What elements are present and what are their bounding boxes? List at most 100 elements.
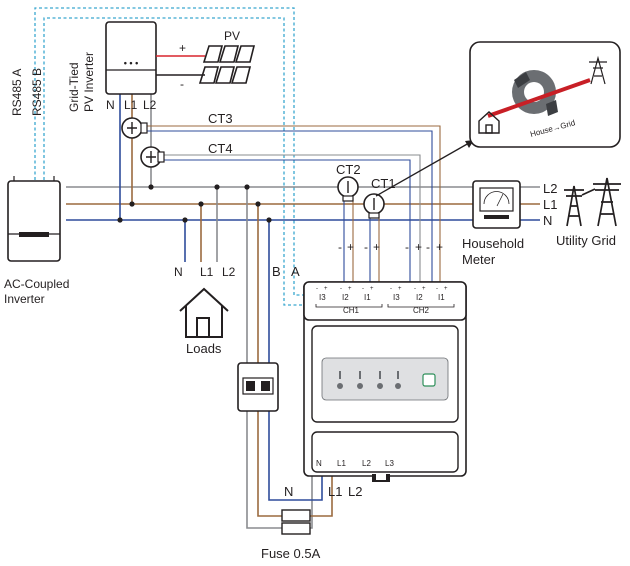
- pv-l2-label: L2: [143, 98, 157, 112]
- ct4-clamp-icon: [140, 146, 165, 168]
- ct-detail-callout: House→Grid: [469, 41, 621, 148]
- pv-inverter-label-2: PV Inverter: [82, 52, 96, 112]
- smart-meter-icon: [303, 281, 467, 482]
- svg-text:+: +: [398, 286, 402, 292]
- load-l2-label: L2: [222, 265, 236, 279]
- rs485-cables: [34, 7, 304, 306]
- svg-text:I2: I2: [342, 293, 349, 302]
- ct1-clamp-icon: [363, 193, 385, 219]
- conductor-wire: [487, 78, 591, 118]
- meter-supply-l2: [268, 220, 323, 501]
- pv-inverter-label-1: Grid-Tied: [67, 62, 81, 112]
- ct4-wire-b: [160, 159, 411, 282]
- svg-text:-: -: [390, 286, 392, 292]
- svg-text:L3: L3: [385, 459, 394, 468]
- utility-grid-label: Utility Grid: [556, 233, 616, 248]
- load-l1-label: L1: [200, 265, 214, 279]
- svg-text:N: N: [316, 459, 322, 468]
- svg-text:+: +: [348, 286, 352, 292]
- svg-text:-: -: [338, 240, 342, 254]
- svg-text:+: +: [422, 286, 426, 292]
- rs485-b-cable: [43, 17, 304, 306]
- svg-text:• • •: • • •: [124, 58, 138, 68]
- bus-a-label: A: [291, 264, 300, 279]
- fuse-label: Fuse 0.5A: [261, 546, 321, 561]
- ac-coupled-label-2: Inverter: [4, 292, 45, 306]
- pv-inverter: • • •: [105, 21, 157, 95]
- svg-text:+: +: [444, 286, 448, 292]
- meter-ct-terminals: I3 I2 I1 I3 I2 I1 CH1 CH2 - + - + - + - …: [315, 286, 455, 315]
- ct3-label: CT3: [208, 111, 233, 126]
- pv-label: PV: [224, 29, 240, 43]
- svg-text:L2: L2: [362, 459, 371, 468]
- pv-inverter-drops: [119, 94, 152, 220]
- rs485-a-cable: [34, 7, 304, 296]
- pv-minus-sign: -: [180, 77, 184, 91]
- ct3-wire-a: [147, 125, 441, 282]
- analog-meter-icon: [483, 191, 510, 207]
- svg-text:I1: I1: [364, 293, 371, 302]
- svg-text:I3: I3: [393, 293, 400, 302]
- transmission-tower-icon: [589, 55, 607, 85]
- bottom-l2-label: L2: [348, 484, 362, 499]
- meter-status-leds: [337, 371, 401, 389]
- ct3-clamp-icon: [121, 117, 148, 139]
- svg-text:-: -: [405, 240, 409, 254]
- svg-text:+: +: [347, 240, 354, 254]
- fuse-icon: [281, 509, 311, 535]
- svg-text:-: -: [436, 286, 438, 292]
- svg-text:-: -: [340, 286, 342, 292]
- ct-wiring: [147, 125, 441, 282]
- svg-text:+: +: [436, 240, 443, 254]
- ct-polarity-signs: - + - + - + - +: [338, 240, 443, 254]
- svg-text:CH1: CH1: [343, 306, 360, 315]
- svg-text:I3: I3: [319, 293, 326, 302]
- breaker-icon: [237, 362, 279, 412]
- meter-power-terminals: N L1 L2 L3: [316, 459, 394, 468]
- ct1-label: CT1: [371, 176, 396, 191]
- pv-plus-sign: +: [179, 41, 186, 55]
- loads-house-icon: [179, 287, 229, 338]
- svg-text:-: -: [362, 286, 364, 292]
- meter-reload-button[interactable]: [422, 373, 436, 387]
- svg-text:I2: I2: [416, 293, 423, 302]
- load-n-label: N: [174, 265, 183, 279]
- ct2-label: CT2: [336, 162, 361, 177]
- svg-text:-: -: [364, 240, 368, 254]
- bottom-l1-label: L1: [328, 484, 342, 499]
- rs485-a-label: RS485 A: [10, 69, 24, 116]
- svg-text:+: +: [370, 286, 374, 292]
- svg-text:-: -: [316, 286, 318, 292]
- ac-coupled-inverter: [7, 176, 61, 262]
- house-icon: [478, 111, 500, 134]
- main-bus: [66, 186, 540, 221]
- bus-b-label: B: [272, 264, 281, 279]
- rs485-b-label: RS485 B: [30, 68, 44, 116]
- loads-label: Loads: [186, 341, 222, 356]
- ct4-wire-a: [160, 154, 421, 282]
- meter-supply-n: [246, 187, 313, 529]
- svg-text:CH2: CH2: [413, 306, 430, 315]
- grid-n-label: N: [543, 213, 552, 228]
- pv-l1-label: L1: [124, 98, 138, 112]
- grid-l2-label: L2: [543, 181, 557, 196]
- solar-panel-icon: [198, 45, 256, 84]
- load-drops: [184, 187, 218, 262]
- pv-n-label: N: [106, 98, 115, 112]
- grid-l1-label: L1: [543, 197, 557, 212]
- svg-text:+: +: [324, 286, 328, 292]
- ct3-wire-b: [147, 130, 433, 282]
- household-meter: [472, 180, 521, 229]
- ac-coupled-label-1: AC-Coupled: [4, 277, 69, 291]
- ct2-clamp-icon: [337, 176, 359, 202]
- svg-text:-: -: [414, 286, 416, 292]
- utility-grid-tower-icon: [564, 177, 621, 227]
- bottom-n-label: N: [284, 484, 293, 499]
- svg-text:-: -: [426, 240, 430, 254]
- svg-text:L1: L1: [337, 459, 346, 468]
- ct4-label: CT4: [208, 141, 233, 156]
- svg-text:+: +: [415, 240, 422, 254]
- household-meter-label-2: Meter: [462, 252, 496, 267]
- svg-text:I1: I1: [438, 293, 445, 302]
